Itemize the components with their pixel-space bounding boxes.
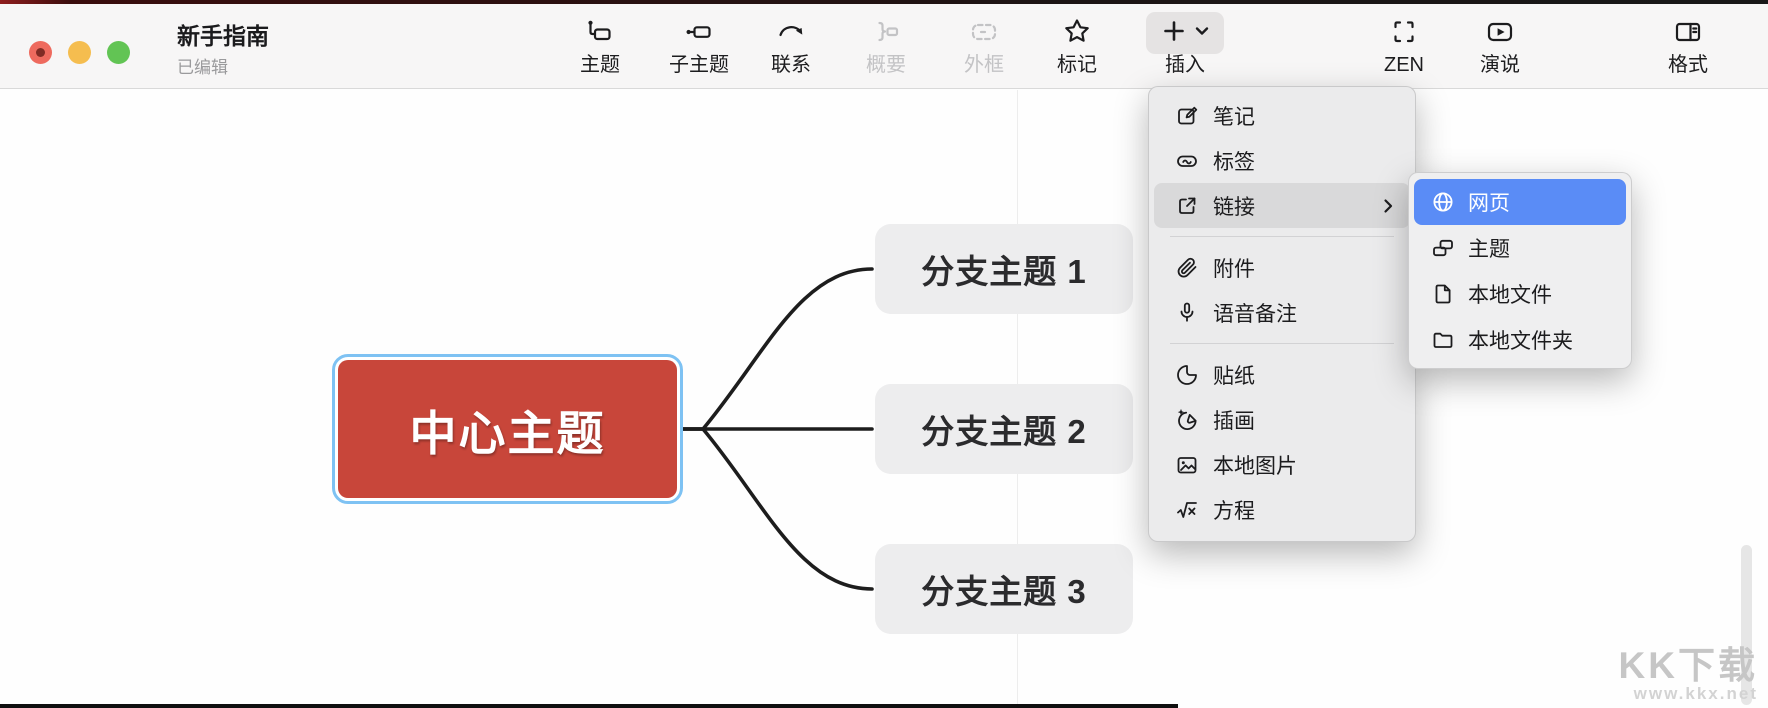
menu-item-attachment-label: 附件 (1213, 257, 1255, 281)
insert-pill[interactable] (1146, 12, 1224, 54)
document-status: 已编辑 (177, 58, 228, 77)
toolbar-summary-button: 概要 (826, 10, 946, 84)
toolbar-pitch-button[interactable]: 演说 (1440, 10, 1560, 84)
toolbar-topic-button[interactable]: 主题 (540, 10, 660, 84)
menu-item-tag-label: 标签 (1213, 150, 1255, 174)
submenu-item-local-folder[interactable]: 本地文件夹 (1414, 317, 1626, 363)
zoom-button[interactable] (107, 41, 130, 64)
branch-topic-1-text: 分支主题 1 (921, 253, 1087, 290)
menu-item-local-image[interactable]: 本地图片 (1154, 442, 1410, 487)
toolbar-zen-button[interactable]: ZEN (1344, 10, 1464, 84)
menu-item-local-image-label: 本地图片 (1213, 454, 1297, 478)
watermark-title: KK下载 (1618, 645, 1758, 686)
plus-icon (1161, 18, 1187, 49)
toolbar-relationship-button[interactable]: 联系 (731, 10, 851, 84)
globe-icon (1433, 192, 1453, 212)
watermark-url: www.kkx.net (1633, 684, 1758, 703)
format-icon (1673, 10, 1703, 54)
menu-item-sticker[interactable]: 贴纸 (1154, 352, 1410, 397)
titlebar: 新手指南 已编辑 主题 子主题 (0, 0, 1768, 89)
local-folder-icon (1433, 332, 1453, 348)
menu-item-note[interactable]: 笔记 (1154, 93, 1410, 138)
menu-item-audio-note-label: 语音备注 (1213, 302, 1297, 326)
summary-icon (871, 10, 901, 54)
central-topic-node[interactable]: 中心主题 (332, 354, 683, 504)
menu-item-audio-note[interactable]: 语音备注 (1154, 290, 1410, 335)
boundary-icon (969, 10, 999, 54)
menu-item-note-label: 笔记 (1213, 105, 1255, 129)
bottom-edge-strip (0, 704, 1178, 708)
submenu-item-local-folder-label: 本地文件夹 (1468, 330, 1573, 353)
menu-item-sticker-label: 贴纸 (1213, 364, 1255, 388)
menu-item-link-label: 链接 (1213, 195, 1255, 219)
link-icon (1179, 197, 1196, 214)
subtopic-icon (684, 10, 714, 54)
menu-separator (1170, 343, 1394, 344)
watermark: KK下载 www.kkx.net (1618, 645, 1758, 704)
local-file-icon (1435, 284, 1451, 304)
menu-item-illustration[interactable]: 插画 (1154, 397, 1410, 442)
document-title: 新手指南 (177, 23, 269, 49)
branch-topic-2[interactable]: 分支主题 2 (875, 384, 1133, 474)
submenu-item-web-label: 网页 (1468, 192, 1510, 215)
toolbar-subtopic-button[interactable]: 子主题 (639, 10, 759, 84)
branch-topic-2-text: 分支主题 2 (921, 413, 1087, 450)
sticker-icon (1177, 364, 1197, 385)
submenu-chevron-icon (1379, 197, 1397, 215)
chevron-down-icon (1194, 23, 1210, 44)
submenu-item-local-file[interactable]: 本地文件 (1414, 271, 1626, 317)
toolbar-insert-button[interactable]: 插入 (1125, 10, 1245, 84)
insert-menu: 笔记 标签 链接 附件 语音备注 (1148, 86, 1416, 542)
zen-icon (1389, 10, 1419, 54)
menu-item-illustration-label: 插画 (1213, 409, 1255, 433)
central-topic-fill: 中心主题 (338, 360, 677, 498)
note-icon (1178, 106, 1198, 124)
local-image-icon (1177, 456, 1197, 473)
toolbar-format-button[interactable]: 格式 (1628, 10, 1748, 84)
tag-icon (1177, 155, 1197, 167)
submenu-item-web[interactable]: 网页 (1414, 179, 1626, 225)
menu-item-equation[interactable]: 方程 (1154, 487, 1410, 532)
marker-icon (1062, 10, 1092, 54)
vertical-scrollbar-thumb[interactable] (1741, 545, 1752, 705)
link-submenu: 网页 主题 本地文件 本地文件夹 (1408, 172, 1632, 369)
close-button[interactable] (29, 41, 52, 64)
branch-topic-3-text: 分支主题 3 (921, 573, 1087, 610)
branch-topic-1[interactable]: 分支主题 1 (875, 224, 1133, 314)
pitch-icon (1485, 10, 1515, 54)
menu-item-tag[interactable]: 标签 (1154, 138, 1410, 183)
attachment-icon (1177, 257, 1197, 277)
submenu-item-local-file-label: 本地文件 (1468, 284, 1552, 307)
central-topic-text: 中心主题 (409, 406, 606, 460)
traffic-lights (29, 41, 130, 64)
illustration-icon (1177, 408, 1197, 430)
menu-separator (1170, 236, 1394, 237)
toolbar-boundary-button: 外框 (924, 10, 1044, 84)
branch-topic-3[interactable]: 分支主题 3 (875, 544, 1133, 634)
branch-connectors (681, 267, 874, 591)
toolbar-marker-button[interactable]: 标记 (1017, 10, 1137, 84)
topic-icon (585, 10, 615, 54)
topic-link-icon (1433, 239, 1453, 257)
top-edge-strip (0, 0, 1768, 4)
relationship-icon (776, 10, 806, 54)
audio-note-icon (1180, 302, 1194, 322)
submenu-item-topic-label: 主题 (1468, 238, 1510, 261)
equation-icon (1177, 501, 1197, 518)
minimize-button[interactable] (68, 41, 91, 64)
menu-item-equation-label: 方程 (1213, 499, 1255, 523)
menu-item-attachment[interactable]: 附件 (1154, 245, 1410, 290)
menu-item-link[interactable]: 链接 (1154, 183, 1410, 228)
submenu-item-topic[interactable]: 主题 (1414, 225, 1626, 271)
